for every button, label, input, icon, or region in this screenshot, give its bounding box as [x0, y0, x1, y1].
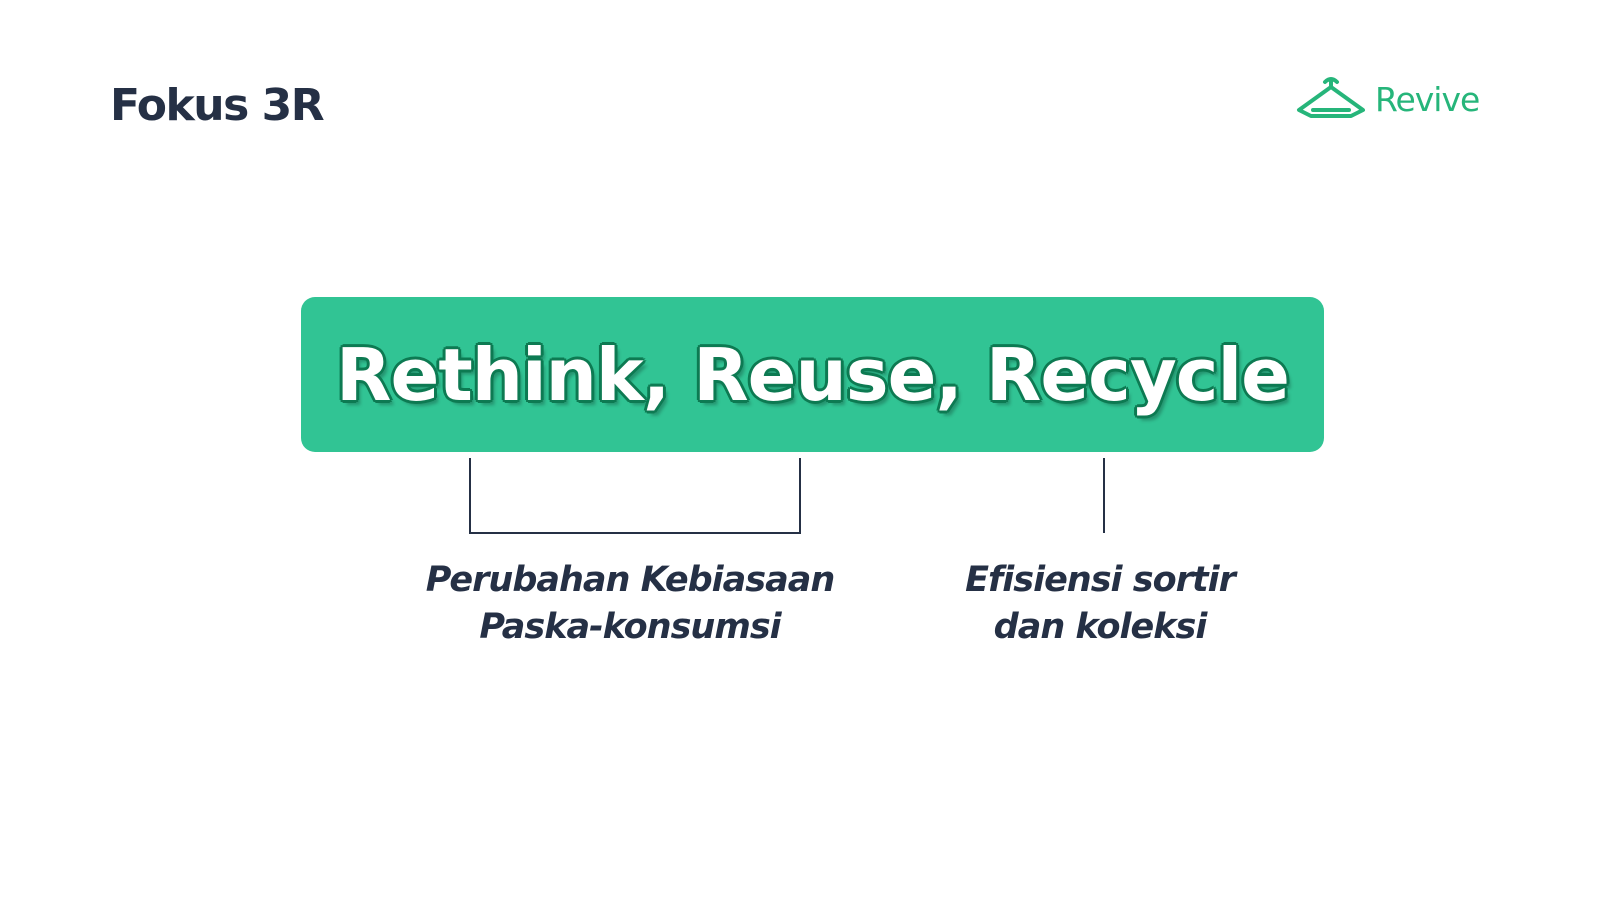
brand-name: Revive — [1375, 79, 1480, 119]
page-title: Fokus 3R — [110, 80, 325, 131]
brand-logo: Revive — [1295, 73, 1505, 123]
annotation-line: dan koleksi — [993, 607, 1208, 647]
hanger-icon — [1297, 77, 1365, 118]
annotation-line: Efisiensi sortir — [965, 560, 1236, 600]
headline-banner: Rethink, Reuse, Recycle — [301, 297, 1324, 452]
annotation-line: Paska-konsumsi — [479, 607, 781, 647]
headline-text: Rethink, Reuse, Recycle — [336, 332, 1290, 417]
annotation-habit-change: Perubahan Kebiasaan Paska-konsumsi — [380, 557, 880, 651]
annotation-sorting-efficiency: Efisiensi sortir dan koleksi — [900, 557, 1300, 651]
annotation-line: Perubahan Kebiasaan — [425, 560, 836, 600]
bracket-connector — [469, 458, 801, 534]
